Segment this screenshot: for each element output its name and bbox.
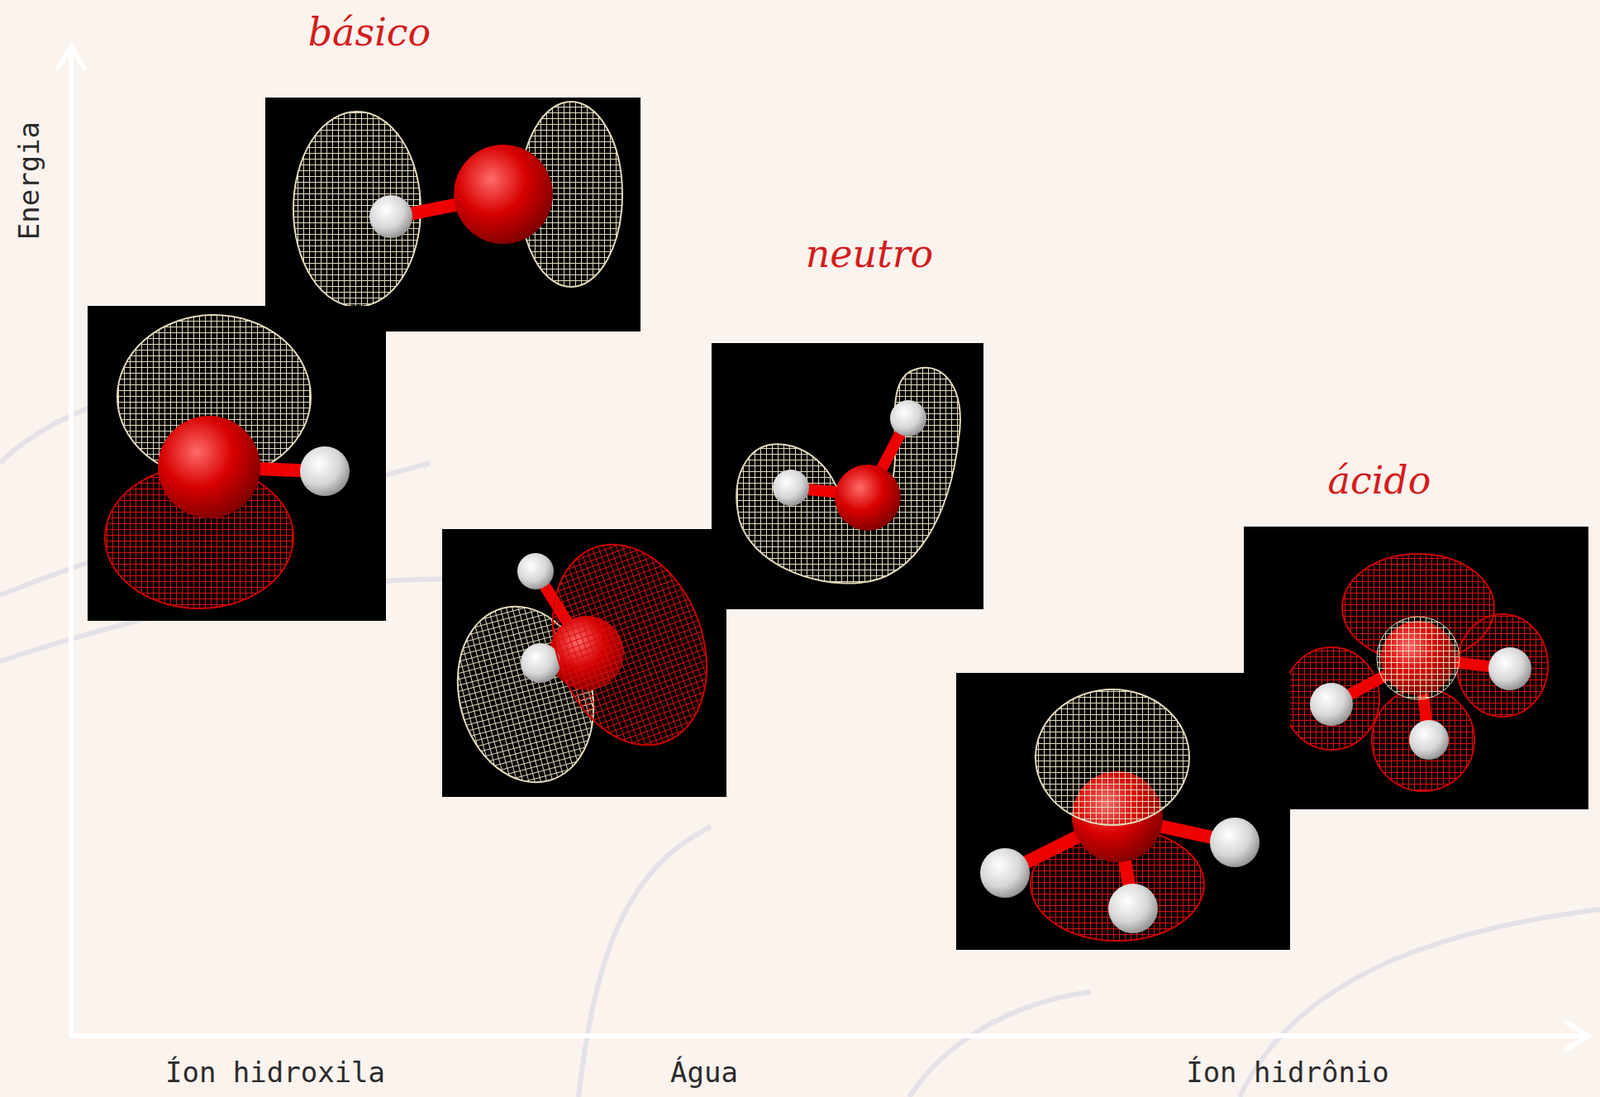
- background-sketch: [0, 396, 1600, 1097]
- orbital-panel: [265, 97, 641, 332]
- axis-category: Água: [670, 1056, 739, 1089]
- orbital-panel: [956, 672, 1291, 950]
- axis-title: Energia: [13, 121, 46, 240]
- orbital-panel: [87, 305, 386, 621]
- orbital-panel: [1243, 526, 1589, 810]
- orbital-panel: [711, 342, 984, 610]
- ph-label: neutro: [805, 233, 934, 276]
- axis-category: Íon hidrônio: [1185, 1056, 1390, 1089]
- ph-label: ácido: [1327, 459, 1431, 502]
- ph-label: básico: [308, 11, 432, 54]
- orbital-panel: [438, 522, 734, 798]
- axes: [57, 46, 1589, 1049]
- axis-category: Íon hidroxila: [165, 1056, 386, 1089]
